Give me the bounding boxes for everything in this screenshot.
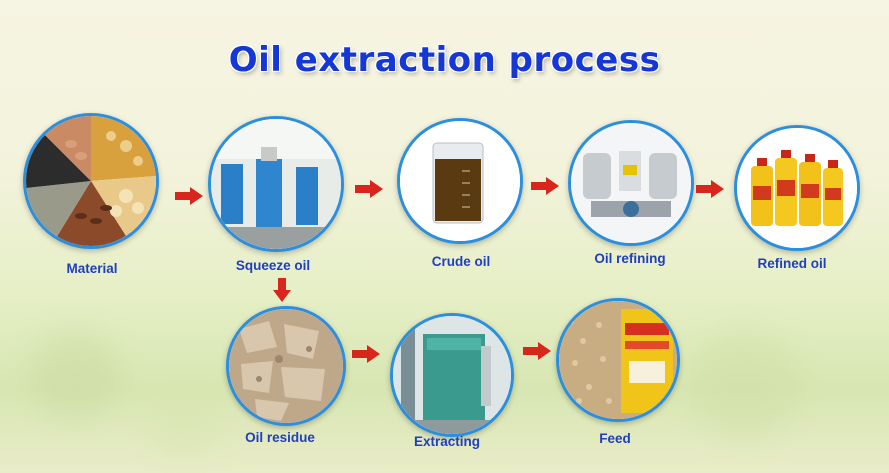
step-label-extracting: Extracting: [413, 434, 481, 449]
squeeze-oil-image: [208, 116, 344, 252]
flow-arrow-right: [696, 180, 724, 198]
flow-arrow-down: [273, 278, 291, 302]
flow-arrow-right: [531, 177, 559, 195]
step-label-crude-oil: Crude oil: [431, 254, 491, 269]
oil-residue-image: [226, 306, 346, 426]
step-label-material: Material: [66, 261, 118, 276]
flow-arrow-right: [523, 342, 551, 360]
background-blur: [150, 390, 220, 460]
feed-image: [556, 298, 680, 422]
step-label-feed: Feed: [599, 431, 631, 446]
material-image: [23, 113, 159, 249]
background-blur: [30, 330, 120, 420]
extracting-image: [390, 313, 514, 437]
step-label-refined-oil: Refined oil: [757, 256, 827, 271]
step-label-oil-refining: Oil refining: [594, 251, 666, 266]
flow-arrow-right: [355, 180, 383, 198]
crude-oil-image: [397, 118, 523, 244]
step-label-squeeze-oil: Squeeze oil: [235, 258, 311, 273]
flow-arrow-right: [175, 187, 203, 205]
step-label-oil-residue: Oil residue: [245, 430, 315, 445]
diagram-title: Oil extraction process: [228, 40, 661, 80]
background-blur: [690, 330, 800, 440]
refined-oil-image: [734, 125, 860, 251]
oil-refining-image: [568, 120, 694, 246]
flow-arrow-right: [352, 345, 380, 363]
